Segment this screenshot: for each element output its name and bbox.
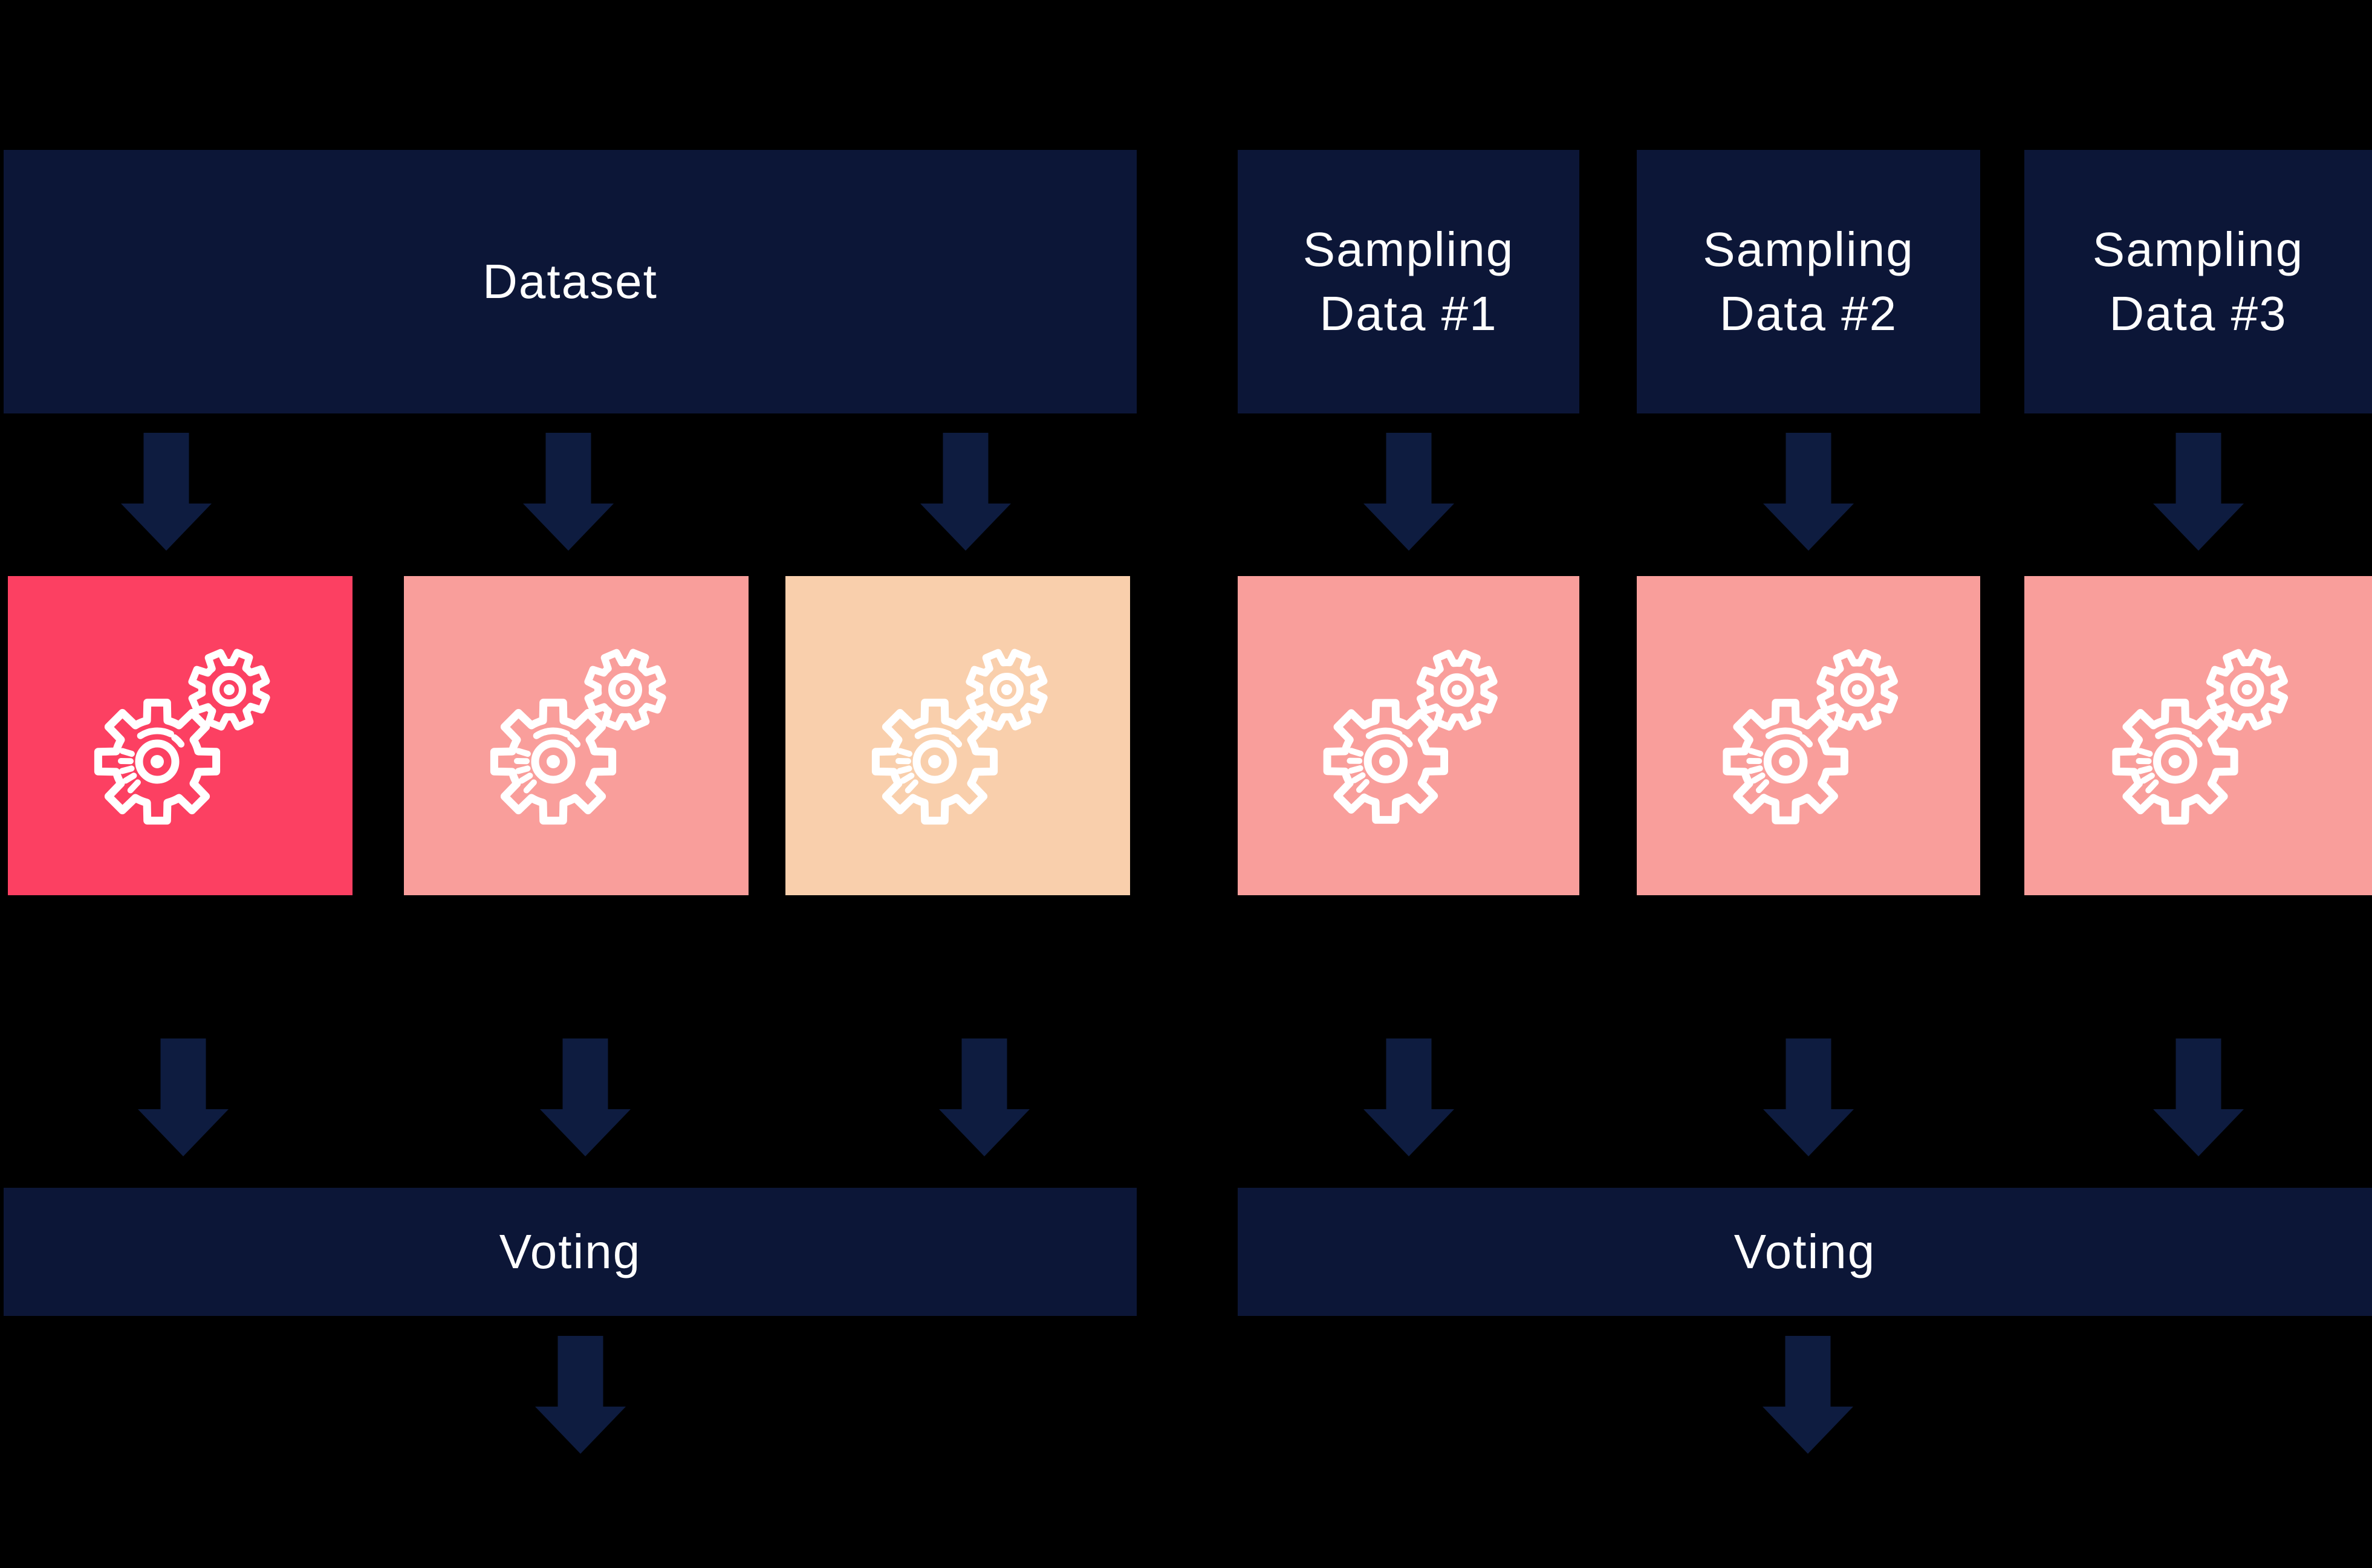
- arrow-down-icon: [2153, 433, 2244, 551]
- voting-box: Voting: [1238, 1188, 2372, 1316]
- gears-icon: [94, 649, 270, 825]
- arrow-down-icon: [939, 1038, 1030, 1156]
- gears-icon: [490, 649, 666, 825]
- arrow-down-icon: [1363, 433, 1454, 551]
- arrow-down-icon: [920, 433, 1011, 551]
- arrow-down-icon: [121, 433, 212, 551]
- model-box: [8, 576, 353, 895]
- arrow-down-icon: [1763, 1038, 1854, 1156]
- dataset-label: Dataset: [483, 254, 658, 308]
- voting-label: Voting: [499, 1225, 642, 1278]
- arrow-down-icon: [535, 1336, 626, 1454]
- arrow-down-icon: [540, 1038, 631, 1156]
- arrow-down-icon: [138, 1038, 229, 1156]
- sampling-data-box: Sampling Data #2: [1637, 150, 1980, 413]
- model-box: [2024, 576, 2372, 895]
- sampling-data-box: Sampling Data #1: [1238, 150, 1579, 413]
- arrow-down-icon: [2153, 1038, 2244, 1156]
- gears-icon: [1323, 649, 1498, 824]
- dataset-box: Dataset: [4, 150, 1137, 413]
- arrow-down-icon: [523, 433, 614, 551]
- arrow-down-icon: [1763, 1336, 1853, 1454]
- sampling-data-label: Sampling Data #2: [1703, 222, 1914, 340]
- model-box: [785, 576, 1130, 895]
- arrow-down-icon: [1363, 1038, 1454, 1156]
- gears-icon: [1723, 649, 1899, 824]
- gears-icon: [2112, 649, 2289, 825]
- model-box: [1637, 576, 1980, 895]
- sampling-data-box: Sampling Data #3: [2024, 150, 2372, 413]
- sampling-data-label: Sampling Data #1: [1302, 222, 1515, 340]
- voting-label: Voting: [1734, 1225, 1876, 1278]
- voting-box: Voting: [4, 1188, 1137, 1316]
- model-box: [1238, 576, 1579, 895]
- gears-icon: [871, 649, 1048, 825]
- sampling-data-label: Sampling Data #3: [2092, 222, 2304, 340]
- arrow-down-icon: [1763, 433, 1854, 551]
- model-box: [404, 576, 749, 895]
